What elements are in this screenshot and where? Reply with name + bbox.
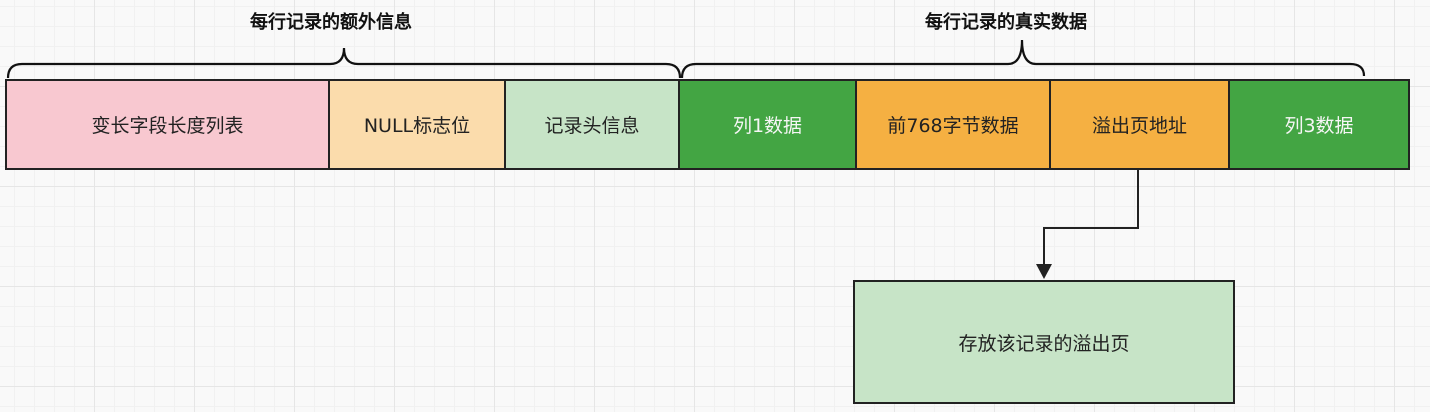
cell-label: 变长字段长度列表 <box>91 115 244 137</box>
cell-label: 列1数据 <box>732 115 803 137</box>
brace-extra-info <box>6 47 682 79</box>
cell-first-768-bytes: 前768字节数据 <box>855 79 1051 170</box>
cell-record-header: 记录头信息 <box>504 79 680 170</box>
overflow-page-label: 存放该记录的溢出页 <box>958 332 1130 355</box>
cell-column1-data: 列1数据 <box>678 79 857 170</box>
cell-label: NULL标志位 <box>363 115 471 137</box>
cell-label: 记录头信息 <box>544 115 640 137</box>
cell-overflow-page-address: 溢出页地址 <box>1049 79 1230 170</box>
cell-null-flags: NULL标志位 <box>328 79 506 170</box>
cell-label: 前768字节数据 <box>887 115 1019 137</box>
overflow-arrow-line <box>1043 170 1139 266</box>
group-label-real-data: 每行记录的真实数据 <box>925 12 1087 33</box>
cell-label: 列3数据 <box>1284 115 1354 137</box>
overflow-arrow-head <box>1036 264 1052 279</box>
cell-label: 溢出页地址 <box>1091 115 1187 137</box>
cell-variable-length-list: 变长字段长度列表 <box>5 79 330 170</box>
overflow-page-box: 存放该记录的溢出页 <box>853 280 1235 404</box>
cell-column3-data: 列3数据 <box>1228 79 1410 170</box>
row-format-bar: 变长字段长度列表 NULL标志位 记录头信息 列1数据 前768字节数据 溢出页… <box>5 79 1410 170</box>
group-label-extra-info: 每行记录的额外信息 <box>250 12 412 33</box>
brace-real-data <box>680 39 1366 79</box>
